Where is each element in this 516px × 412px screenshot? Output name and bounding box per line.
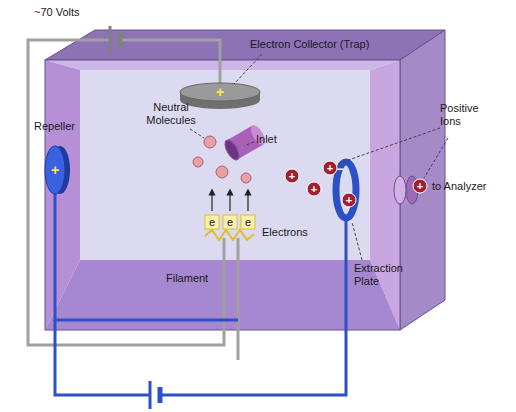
leader-line: [352, 222, 362, 260]
electron-box: [223, 215, 237, 229]
ion: [323, 161, 337, 175]
electron-box: [241, 215, 255, 229]
part-label: Positive Ions: [440, 102, 502, 128]
exit-rim: [394, 176, 406, 204]
wire: [237, 238, 240, 360]
wire: [55, 194, 238, 320]
ion-charge: +: [289, 171, 295, 182]
electron-collector: [180, 83, 260, 109]
neutral-molecules: [193, 136, 251, 183]
battery-plate: [118, 32, 123, 48]
polarity-sign: +: [216, 85, 224, 99]
repeller-face: [45, 146, 65, 194]
electron-symbol: e: [227, 217, 233, 228]
electron-symbol: e: [209, 217, 215, 228]
collector-top: [180, 83, 260, 101]
wire: [162, 218, 346, 395]
leader-line: [190, 129, 204, 138]
housing-ceiling: [45, 60, 400, 70]
part-label: Repeller: [34, 120, 75, 133]
molecule: [204, 136, 216, 148]
ion: [342, 193, 356, 207]
battery-symbol: [150, 381, 160, 409]
repeller-plate: [45, 146, 70, 194]
battery-plate: [109, 26, 112, 54]
part-label: Neutral Molecules: [140, 101, 202, 127]
ion: [307, 182, 321, 196]
battery-plate: [149, 381, 152, 409]
part-label: Inlet: [256, 133, 277, 146]
leader-line: [337, 128, 440, 164]
molecule: [241, 173, 251, 183]
part-label: Electrons: [262, 226, 308, 239]
ion-charge: +: [311, 184, 317, 195]
housing-back-wall: [80, 70, 370, 260]
filament: [205, 215, 255, 240]
leader-line: [424, 138, 448, 178]
ion: [413, 179, 427, 193]
part-label: Extraction Plate: [354, 262, 416, 288]
arrow: [247, 192, 248, 211]
voltage-label: ~70 Volts: [34, 6, 80, 19]
ion: [285, 169, 299, 183]
electron-arrows: [212, 192, 248, 211]
molecule: [216, 166, 228, 178]
leader-line: [234, 54, 262, 84]
molecule: [193, 157, 203, 167]
battery-plate: [158, 387, 163, 403]
leader-lines: [190, 54, 448, 260]
wire: [55, 320, 150, 395]
electron-box: [205, 215, 219, 229]
ion-source-housing: [45, 30, 445, 330]
part-label: Electron Collector (Trap): [250, 38, 369, 51]
ion-charge: +: [417, 181, 423, 192]
wire: [120, 40, 220, 84]
polarity-sign: +: [51, 163, 59, 177]
positive-ions: [285, 161, 427, 207]
part-label: Filament: [166, 272, 208, 285]
arrow: [211, 192, 212, 211]
inlet-mouth: [222, 138, 242, 162]
extraction-plate-ring: [336, 162, 356, 218]
leader-line: [244, 142, 254, 146]
filament-coil: [205, 230, 254, 240]
polarity-sign: −: [336, 163, 343, 175]
ion-charge: +: [327, 163, 333, 174]
electron-symbol: e: [245, 217, 251, 228]
battery-symbol: [110, 26, 120, 54]
destination-label: to Analyzer: [432, 180, 494, 193]
repeller-circuit-wire: [55, 194, 346, 395]
arrow: [229, 192, 230, 211]
housing-top: [45, 30, 445, 60]
ion-charge: +: [346, 195, 352, 206]
